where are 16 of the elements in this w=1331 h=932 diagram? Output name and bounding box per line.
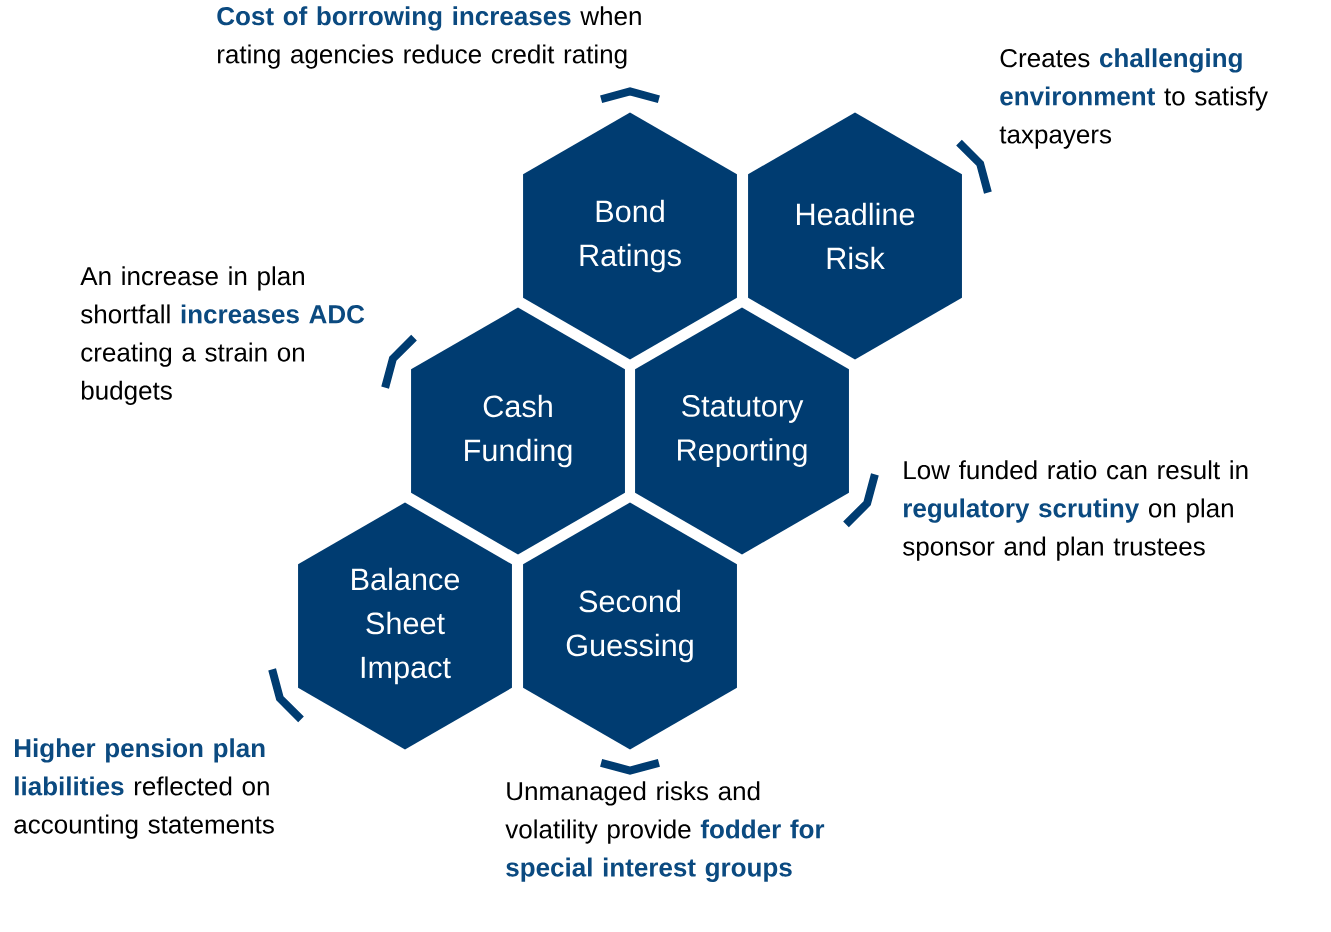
hexagon: Headline Risk bbox=[748, 112, 962, 360]
hexagon: Cash Funding bbox=[411, 307, 625, 555]
node-label: Bond Ratings bbox=[580, 199, 681, 273]
node-label: Second Guessing bbox=[566, 589, 693, 663]
hexagon: Bond Ratings bbox=[523, 112, 737, 360]
hexagon: Statutory Reporting bbox=[635, 307, 849, 555]
callout-text: An increase in plan shortfall increases ADC creating a strain on budgets bbox=[80, 266, 365, 405]
node-label: Cash Funding bbox=[465, 394, 572, 468]
hexagon: Balance Sheet Impact bbox=[298, 502, 512, 750]
node-label: Statutory Reporting bbox=[678, 395, 807, 467]
callout-text: Higher pension plan liabilities reflected on accounting statements bbox=[14, 738, 274, 839]
callout-text: Cost of borrowing increases when rating agencies reduce credit rating bbox=[217, 6, 641, 69]
callout-text: Unmanaged risks and volatility provide fodder for special interest groups bbox=[505, 781, 825, 882]
hexagon: Second Guessing bbox=[523, 502, 737, 750]
callout-text: Creates challenging environment to satisfy taxpayers bbox=[999, 48, 1268, 149]
callout-text: Low funded ratio can result in regulatory scrutiny on plan sponsor and plan trustees bbox=[903, 460, 1248, 561]
